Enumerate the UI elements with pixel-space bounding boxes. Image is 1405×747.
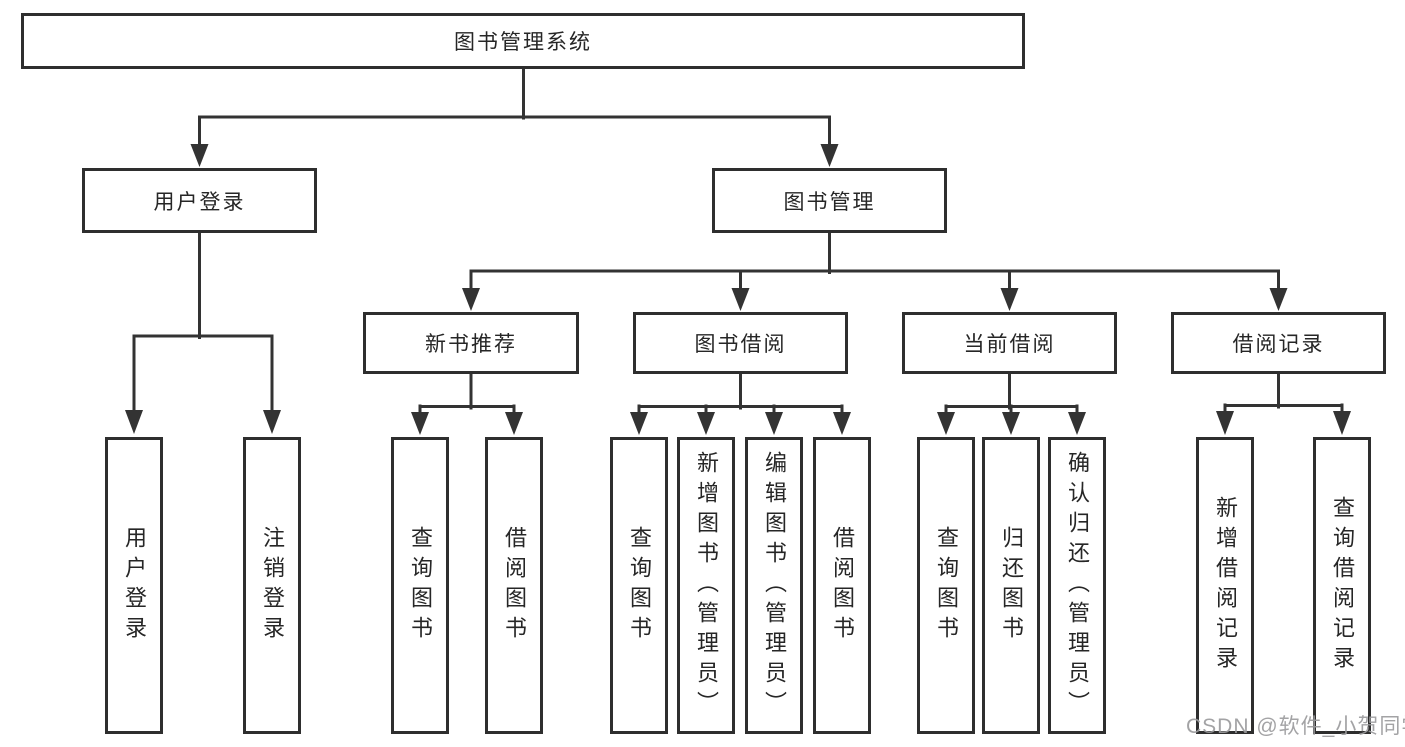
node-new-book-recommend-label: 新书推荐 bbox=[425, 333, 517, 356]
leaf-query-book-borrow: 查询图书 bbox=[610, 437, 668, 734]
leaf-return-book: 归还图书 bbox=[982, 437, 1040, 734]
node-borrow-records: 借阅记录 bbox=[1171, 312, 1386, 374]
leaf-add-book-admin-label: 新增图书（管理员） bbox=[694, 450, 719, 721]
leaf-edit-book-admin-label: 编辑图书（管理员） bbox=[762, 450, 787, 721]
node-new-book-recommend: 新书推荐 bbox=[363, 312, 579, 374]
leaf-edit-book-admin: 编辑图书（管理员） bbox=[745, 437, 803, 734]
leaf-add-borrow-record-label: 新增借阅记录 bbox=[1213, 495, 1238, 676]
leaf-confirm-return-admin: 确认归还（管理员） bbox=[1048, 437, 1106, 734]
leaf-user-login: 用户登录 bbox=[105, 437, 163, 734]
leaf-return-book-label: 归还图书 bbox=[999, 525, 1024, 646]
leaf-logout: 注销登录 bbox=[243, 437, 301, 734]
node-current-borrow: 当前借阅 bbox=[902, 312, 1117, 374]
leaf-user-login-label: 用户登录 bbox=[122, 525, 147, 646]
node-book-borrow: 图书借阅 bbox=[633, 312, 848, 374]
leaf-query-book-recommend: 查询图书 bbox=[391, 437, 449, 734]
node-book-management: 图书管理 bbox=[712, 168, 947, 233]
leaf-confirm-return-admin-label: 确认归还（管理员） bbox=[1065, 450, 1090, 721]
watermark: CSDN @软件_小贺同学 bbox=[1186, 715, 1405, 738]
leaf-query-book-current-label: 查询图书 bbox=[934, 525, 959, 646]
node-borrow-records-label: 借阅记录 bbox=[1232, 333, 1325, 356]
leaf-query-book-borrow-label: 查询图书 bbox=[627, 525, 652, 646]
leaf-query-borrow-record: 查询借阅记录 bbox=[1313, 437, 1371, 734]
node-root: 图书管理系统 bbox=[21, 13, 1025, 69]
leaf-borrow-book-label: 借阅图书 bbox=[830, 525, 855, 646]
node-book-management-label: 图书管理 bbox=[783, 190, 876, 214]
leaf-borrow-book-recommend: 借阅图书 bbox=[485, 437, 543, 734]
leaf-borrow-book: 借阅图书 bbox=[813, 437, 871, 734]
leaf-borrow-book-recommend-label: 借阅图书 bbox=[502, 525, 527, 646]
leaf-query-borrow-record-label: 查询借阅记录 bbox=[1330, 495, 1355, 676]
node-root-label: 图书管理系统 bbox=[454, 31, 592, 54]
node-user-login: 用户登录 bbox=[82, 168, 317, 233]
leaf-query-book-recommend-label: 查询图书 bbox=[408, 525, 433, 646]
node-current-borrow-label: 当前借阅 bbox=[963, 333, 1056, 356]
leaf-logout-label: 注销登录 bbox=[260, 525, 285, 646]
node-user-login-label: 用户登录 bbox=[153, 190, 246, 214]
node-book-borrow-label: 图书借阅 bbox=[694, 333, 787, 356]
leaf-add-borrow-record: 新增借阅记录 bbox=[1196, 437, 1254, 734]
leaf-add-book-admin: 新增图书（管理员） bbox=[677, 437, 735, 734]
leaf-query-book-current: 查询图书 bbox=[917, 437, 975, 734]
